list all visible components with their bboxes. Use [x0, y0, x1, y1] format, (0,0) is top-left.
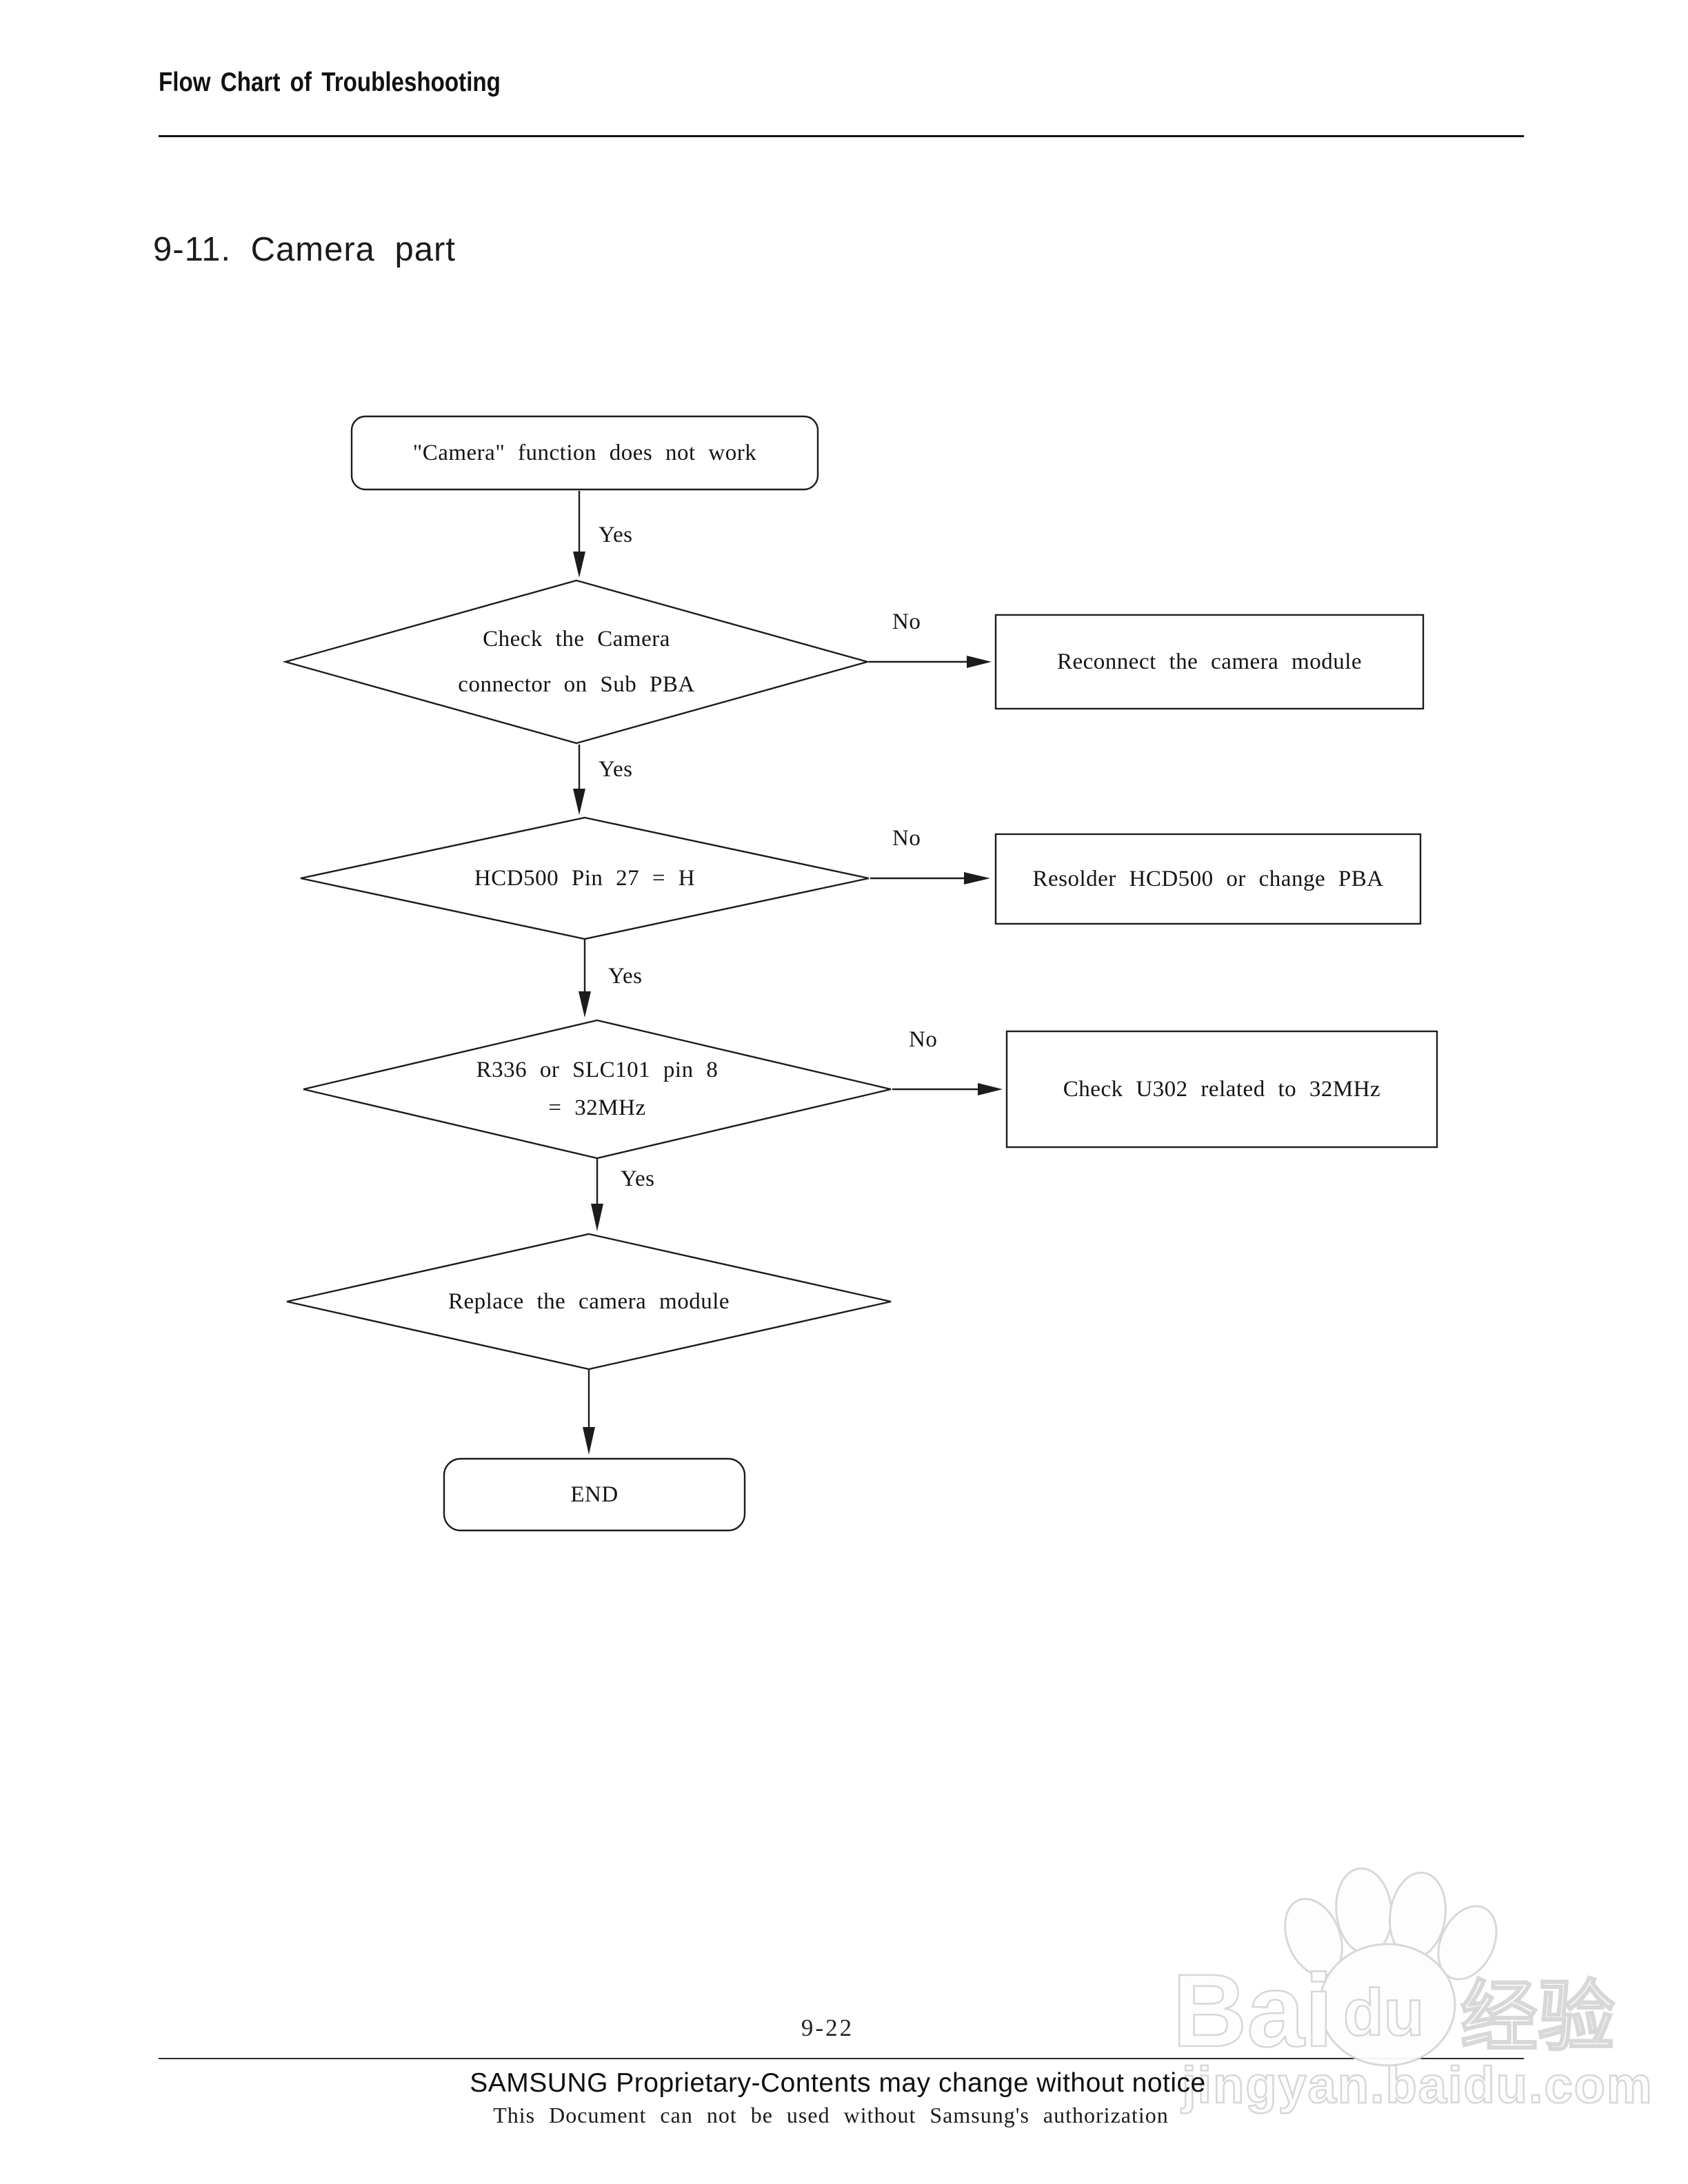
arrowhead-d2-action2 [964, 872, 990, 884]
watermark-brand-cjk: 经验 [1460, 1974, 1615, 2060]
action3-shape [1005, 1030, 1438, 1149]
action1-shape [994, 614, 1425, 710]
label-d1-yes: Yes [599, 757, 633, 782]
decision2-label: HCD500 Pin 27 = H [474, 865, 696, 891]
paw-toe-icon [1437, 1905, 1498, 1981]
watermark-brand-du: du [1343, 1976, 1424, 2050]
decision1-line1: Check the Camera [483, 627, 670, 651]
decision3-label: R336 or SLC101 pin 8 = 32MHz [321, 1051, 873, 1128]
arrowhead-d4-end [583, 1427, 595, 1455]
footer-proprietary-notice: SAMSUNG Proprietary-Contents may change … [470, 2068, 1206, 2098]
action2-shape [994, 833, 1422, 925]
label-d2-no: No [892, 826, 921, 851]
baidu-paw-icon [1284, 1867, 1498, 2067]
arrowhead-d3-d4 [591, 1204, 603, 1231]
arrowhead-d1-d2 [573, 789, 585, 815]
decision1-shape [282, 579, 871, 745]
end-node-shape [443, 1457, 746, 1532]
page-header-title: Flow Chart of Troubleshooting [159, 68, 501, 97]
arrowhead-d3-action3 [978, 1083, 1003, 1095]
baidu-jingyan-watermark: Bai du 经验 jingyan.baidu.com [1172, 1867, 1654, 2114]
action2-label: Resolder HCD500 or change PBA [1032, 866, 1384, 891]
decision1-label: Check the Camera connector on Sub PBA [301, 612, 852, 711]
label-d1-no: No [892, 609, 921, 634]
start-node-shape [350, 415, 819, 491]
watermark-brand-bai: Bai [1172, 1952, 1333, 2068]
header-divider [159, 135, 1524, 137]
action1-label: Reconnect the camera module [1056, 649, 1363, 674]
action3-label: Check U302 related to 32MHz [1063, 1076, 1381, 1102]
decision4-label: Replace the camera module [448, 1288, 730, 1314]
decision3-line2: = 32MHz [548, 1095, 646, 1120]
end-node-label: END [570, 1482, 619, 1507]
footer-divider [159, 2058, 1524, 2059]
decision3-line1: R336 or SLC101 pin 8 [476, 1058, 719, 1082]
label-d3-no: No [909, 1027, 938, 1052]
watermark-site-url: jingyan.baidu.com [1180, 2056, 1654, 2114]
label-start-yes: Yes [599, 523, 633, 547]
footer-authorization-notice: This Document can not be used without Sa… [493, 2103, 1169, 2127]
arrowhead-d1-action1 [967, 656, 992, 668]
arrowhead-d2-d3 [579, 991, 591, 1018]
arrowhead-start-d1 [573, 552, 585, 578]
section-title: 9-11. Camera part [153, 231, 456, 268]
label-d2-yes: Yes [608, 964, 643, 989]
decision1-line2: connector on Sub PBA [458, 672, 695, 697]
start-node-label: "Camera" function does not work [412, 440, 757, 465]
page-number: 9-22 [801, 2014, 854, 2041]
paw-pad-icon [1318, 1943, 1456, 2067]
label-d3-yes: Yes [621, 1166, 655, 1191]
